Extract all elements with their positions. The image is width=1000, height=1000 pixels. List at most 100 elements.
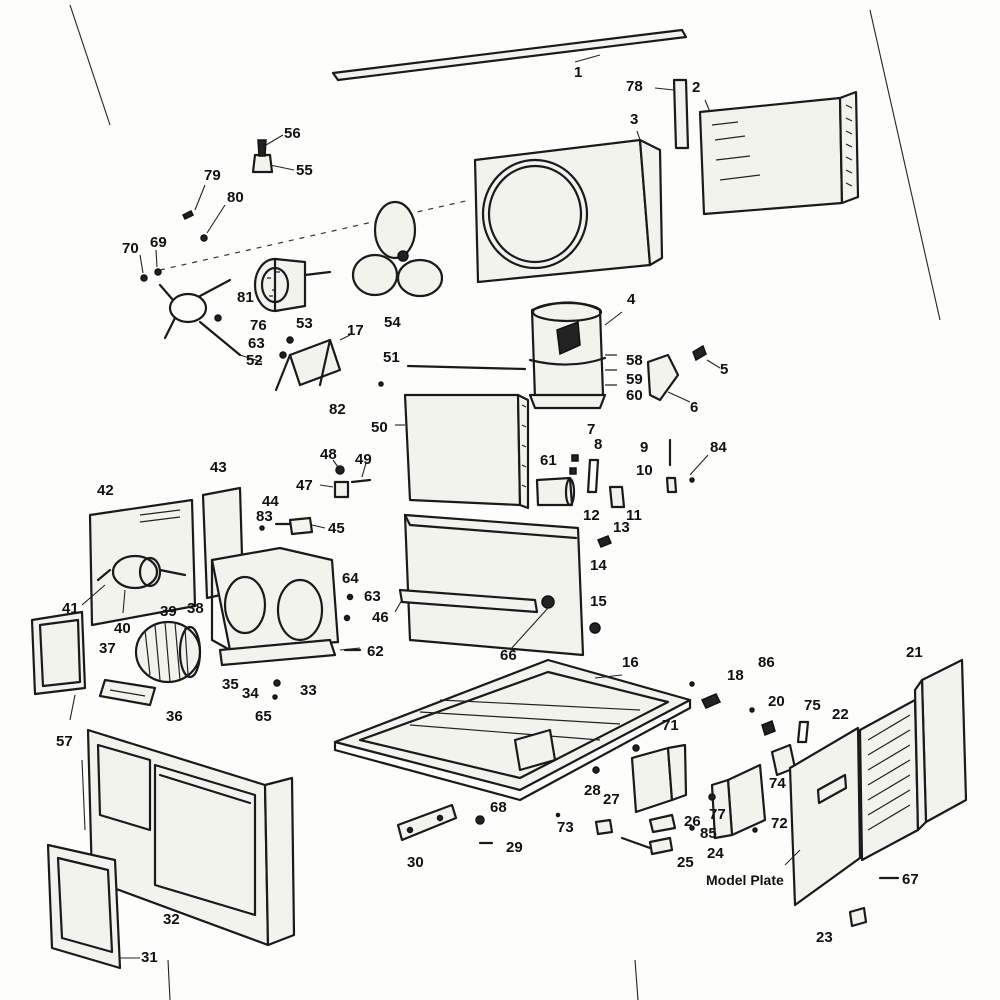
label-78: 78 <box>626 78 643 95</box>
drain-pan <box>398 588 539 614</box>
label-76: 76 <box>250 317 267 334</box>
label-81: 81 <box>237 289 254 306</box>
label-63-lower: 63 <box>364 588 381 605</box>
part-47 <box>333 480 350 499</box>
label-26: 26 <box>684 813 701 830</box>
part-8 <box>586 458 600 494</box>
part-82 <box>378 381 384 387</box>
label-74: 74 <box>769 775 786 792</box>
label-30: 30 <box>407 854 424 871</box>
label-68: 68 <box>490 799 507 816</box>
label-3: 3 <box>630 111 639 128</box>
label-9: 9 <box>640 439 649 456</box>
side-panel-21 <box>920 658 968 824</box>
label-86: 86 <box>758 654 775 671</box>
part-55 <box>251 153 274 174</box>
label-54: 54 <box>384 314 401 331</box>
label-20: 20 <box>768 693 785 710</box>
label-62: 62 <box>367 643 384 660</box>
label-34: 34 <box>242 685 259 702</box>
label-64: 64 <box>342 570 359 587</box>
label-71: 71 <box>662 717 679 734</box>
motor-bracket <box>288 338 342 387</box>
label-46: 46 <box>372 609 389 626</box>
label-14: 14 <box>590 557 607 574</box>
label-75: 75 <box>804 697 821 714</box>
part-66 <box>541 595 555 609</box>
label-10: 10 <box>636 462 653 479</box>
part-73 <box>594 818 614 836</box>
blower-mount <box>218 638 337 667</box>
label-31: 31 <box>141 949 158 966</box>
part-81 <box>214 314 222 322</box>
label-27: 27 <box>603 791 620 808</box>
label-17: 17 <box>347 322 364 339</box>
label-32: 32 <box>163 911 180 928</box>
label-37: 37 <box>99 640 116 657</box>
label-72: 72 <box>771 815 788 832</box>
label-6: 6 <box>690 399 699 416</box>
label-25: 25 <box>677 854 694 871</box>
scan-edge-line <box>167 959 639 1000</box>
part-11 <box>608 485 626 509</box>
label-13: 13 <box>613 519 630 536</box>
part-45 <box>288 516 314 536</box>
part-20 <box>761 719 776 737</box>
label-16: 16 <box>622 654 639 671</box>
label-63-upper: 63 <box>248 335 265 352</box>
label-35: 35 <box>222 676 239 693</box>
label-55: 55 <box>296 162 313 179</box>
blower-housing <box>210 546 340 652</box>
assembly-axis <box>159 199 471 271</box>
base-pan <box>333 658 692 802</box>
rod-51 <box>406 364 527 371</box>
front-cover <box>86 728 296 947</box>
condenser-coil <box>698 96 844 216</box>
label-73: 73 <box>557 819 574 836</box>
label-45: 45 <box>328 520 345 537</box>
label-44: 44 <box>262 493 279 510</box>
label-77: 77 <box>709 806 726 823</box>
label-83: 83 <box>256 508 273 525</box>
label-43: 43 <box>210 459 227 476</box>
label-24: 24 <box>707 845 724 862</box>
label-8: 8 <box>594 436 603 453</box>
label-4: 4 <box>627 291 636 308</box>
label-84: 84 <box>710 439 727 456</box>
compressor <box>528 301 607 410</box>
label-67: 67 <box>902 871 919 888</box>
label-1: 1 <box>574 64 583 81</box>
fan-blade <box>351 200 444 298</box>
label-47: 47 <box>296 477 313 494</box>
label-52: 52 <box>246 352 263 369</box>
blower-motor <box>111 554 159 590</box>
label-23: 23 <box>816 929 833 946</box>
part-10 <box>665 476 678 494</box>
label-5: 5 <box>720 361 729 378</box>
label-42: 42 <box>97 482 114 499</box>
part-56 <box>257 139 267 157</box>
label-40: 40 <box>114 620 131 637</box>
bracket-27 <box>630 746 674 814</box>
bracket-78 <box>672 78 690 150</box>
label-28: 28 <box>584 782 601 799</box>
part-75 <box>796 720 810 744</box>
scan-edge-line <box>69 4 111 126</box>
label-69: 69 <box>150 234 167 251</box>
label-51: 51 <box>383 349 400 366</box>
side-panel-22 <box>788 698 920 907</box>
label-38: 38 <box>187 600 204 617</box>
part-23 <box>848 906 868 928</box>
label-41: 41 <box>62 600 79 617</box>
part-26 <box>648 813 677 834</box>
label-36: 36 <box>166 708 183 725</box>
control-box-24 <box>726 763 767 837</box>
blower-wheel <box>134 620 202 684</box>
part-13 <box>597 535 612 548</box>
label-18: 18 <box>727 667 744 684</box>
filter-frame <box>30 610 87 696</box>
label-70: 70 <box>122 240 139 257</box>
label-80: 80 <box>227 189 244 206</box>
label-85: 85 <box>700 825 717 842</box>
